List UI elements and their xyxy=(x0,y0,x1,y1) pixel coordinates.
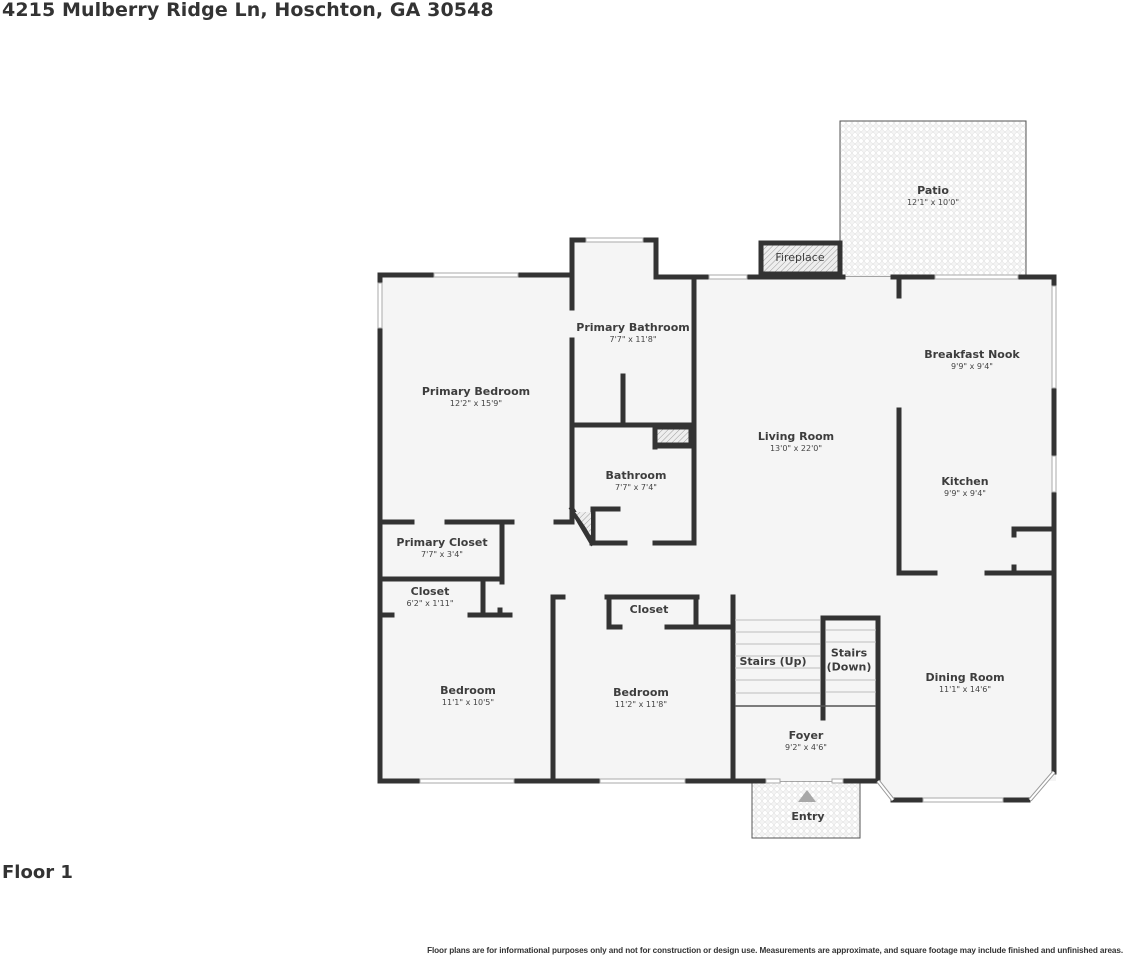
room-name: Living Room xyxy=(757,430,835,444)
room-closet: Closet 6'2" x 1'11" xyxy=(406,585,453,609)
room-dims: 12'1" x 10'0" xyxy=(906,197,960,207)
room-name: Primary Closet xyxy=(396,536,488,550)
room-living-room: Living Room 13'0" x 22'0" xyxy=(758,430,834,454)
room-name: Bedroom xyxy=(440,684,496,698)
room-name: Patio xyxy=(917,184,949,198)
room-name: Bathroom xyxy=(605,469,667,483)
room-name: Kitchen xyxy=(941,475,989,489)
room-name: Bedroom xyxy=(613,686,669,700)
room-name: Stairs (Down) xyxy=(826,646,872,673)
room-dims: 6'2" x 1'11" xyxy=(406,598,454,608)
room-name: Primary Bathroom xyxy=(576,321,690,335)
room-dims: 9'2" x 4'6" xyxy=(785,742,827,752)
room-stairs-down: Stairs (Down) xyxy=(827,646,872,674)
room-name: Breakfast Nook xyxy=(924,348,1020,362)
entry-arrow-icon xyxy=(798,790,816,802)
room-fireplace: Fireplace xyxy=(775,251,824,265)
room-dims: 11'1" x 10'5" xyxy=(441,697,495,707)
room-primary-bedroom: Primary Bedroom 12'2" x 15'9" xyxy=(422,385,530,409)
entry-stoop xyxy=(751,780,861,839)
fireplace xyxy=(758,240,843,277)
room-dims: 12'2" x 15'9" xyxy=(449,398,503,408)
room-name: Entry xyxy=(791,810,825,824)
room-bedroom-2: Bedroom 11'2" x 11'8" xyxy=(613,686,669,710)
room-primary-closet: Primary Closet 7'7" x 3'4" xyxy=(396,536,487,560)
room-name: Closet xyxy=(629,603,669,617)
room-foyer: Foyer 9'2" x 4'6" xyxy=(785,729,827,753)
room-dims: 7'7" x 7'4" xyxy=(615,482,657,492)
room-name: Dining Room xyxy=(925,671,1005,685)
room-entry: Entry xyxy=(791,810,824,824)
room-stairs-up: Stairs (Up) xyxy=(739,655,806,669)
room-dims: 11'1" x 14'6" xyxy=(938,684,992,694)
room-name: Closet xyxy=(410,585,450,599)
room-name: Primary Bedroom xyxy=(421,385,531,399)
room-dims: 7'7" x 3'4" xyxy=(421,549,463,559)
property-address: 4215 Mulberry Ridge Ln, Hoschton, GA 305… xyxy=(2,0,494,21)
room-dims: 9'9" x 9'4" xyxy=(951,361,993,371)
room-patio: Patio 12'1" x 10'0" xyxy=(907,184,959,208)
room-bedroom: Bedroom 11'1" x 10'5" xyxy=(440,684,496,708)
patio-area xyxy=(839,120,1027,278)
room-primary-bathroom: Primary Bathroom 7'7" x 11'8" xyxy=(576,321,689,345)
room-dims: 11'2" x 11'8" xyxy=(614,699,668,709)
floor-label: Floor 1 xyxy=(2,862,73,883)
room-dims: 9'9" x 9'4" xyxy=(944,488,986,498)
disclaimer-text: Floor plans are for informational purpos… xyxy=(427,946,1123,955)
room-name: Fireplace xyxy=(775,251,825,265)
room-dining-room: Dining Room 11'1" x 14'6" xyxy=(925,671,1004,695)
room-breakfast-nook: Breakfast Nook 9'9" x 9'4" xyxy=(924,348,1020,372)
room-kitchen: Kitchen 9'9" x 9'4" xyxy=(941,475,988,499)
room-name: Foyer xyxy=(788,729,824,743)
room-dims: 7'7" x 11'8" xyxy=(609,334,657,344)
room-bathroom: Bathroom 7'7" x 7'4" xyxy=(606,469,667,493)
room-closet-2: Closet xyxy=(630,603,669,617)
room-dims: 13'0" x 22'0" xyxy=(769,443,823,453)
room-name: Stairs (Up) xyxy=(739,655,807,669)
